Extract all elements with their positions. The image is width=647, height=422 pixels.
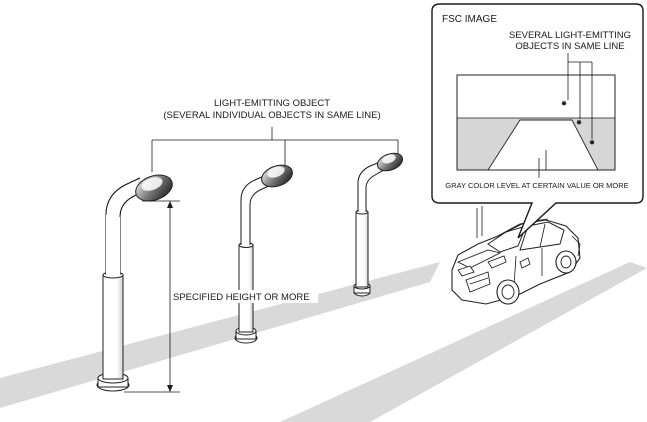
fsc-image-callout: FSC IMAGE SEVERAL LIGHT-EMITTING OBJECTS…: [431, 3, 644, 239]
several-objects-pointers: [567, 53, 593, 139]
svg-text:✸: ✸: [576, 118, 583, 127]
street-lamp-3: [353, 152, 404, 297]
svg-text:✸: ✸: [561, 99, 568, 108]
several-objects-label-line2: OBJECTS IN SAME LINE: [515, 41, 624, 52]
street-lamp-1: [96, 174, 173, 392]
image-light-dots: ✸ ✸ ✸: [561, 99, 596, 147]
light-object-label-line2: (SEVERAL INDIVIDUAL OBJECTS IN SAME LINE…: [163, 110, 380, 121]
gray-level-label: GRAY COLOR LEVEL AT CERTAIN VALUE OR MOR…: [445, 181, 628, 190]
road: [0, 262, 647, 422]
road-right-strip: [280, 262, 647, 422]
street-lamp-2: [234, 164, 293, 344]
car: [451, 206, 581, 305]
light-object-bracket: [151, 127, 399, 172]
specified-height-label: SPECIFIED HEIGHT OR MORE: [173, 292, 310, 303]
fsc-camera-frame: [456, 74, 616, 171]
svg-text:✸: ✸: [589, 138, 596, 147]
light-object-label-line1: LIGHT-EMITTING OBJECT: [214, 98, 330, 109]
several-objects-label-line1: SEVERAL LIGHT-EMITTING: [509, 30, 631, 41]
road-in-image: [487, 119, 599, 171]
fsc-image-title: FSC IMAGE: [442, 14, 497, 25]
height-dimension: [124, 200, 180, 393]
